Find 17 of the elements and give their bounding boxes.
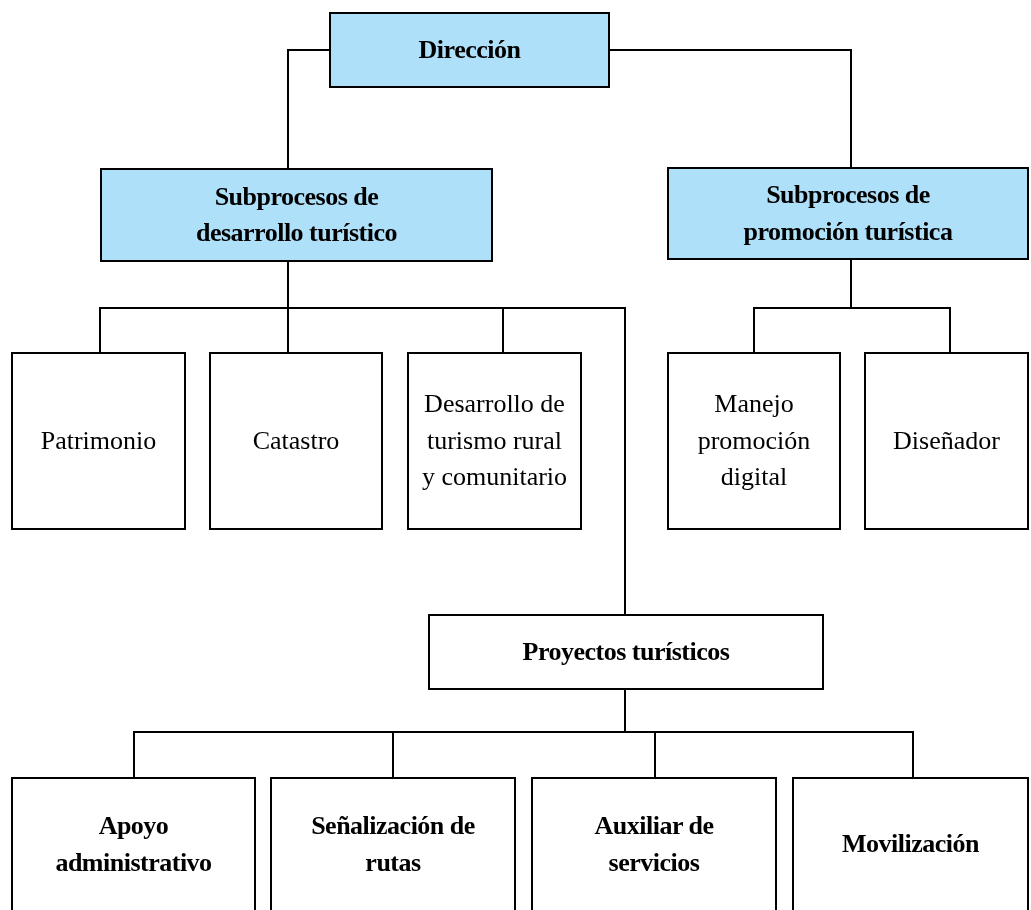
- unit-box: Diseñador: [864, 352, 1029, 530]
- project-box: Apoyo administrativo: [11, 777, 256, 910]
- unit-box: Desarrollo de turismo rural y comunitario: [407, 352, 582, 530]
- connector-line: [624, 689, 914, 778]
- connector-line: [609, 49, 852, 168]
- project-box: Proyectos turísticos: [428, 614, 824, 690]
- unit-box: Catastro: [209, 352, 383, 530]
- unit-box: Patrimonio: [11, 352, 186, 530]
- project-box: Auxiliar de servicios: [531, 777, 777, 910]
- department-box: Subprocesos de desarrollo turístico: [100, 168, 493, 262]
- unit-box: Manejo promoción digital: [667, 352, 841, 530]
- connector-line: [850, 259, 951, 353]
- project-box: Movilización: [792, 777, 1029, 910]
- project-box: Señalización de rutas: [270, 777, 516, 910]
- department-box: Subprocesos de promoción turística: [667, 167, 1029, 260]
- department-box: Dirección: [329, 12, 610, 88]
- connector-line: [287, 49, 330, 169]
